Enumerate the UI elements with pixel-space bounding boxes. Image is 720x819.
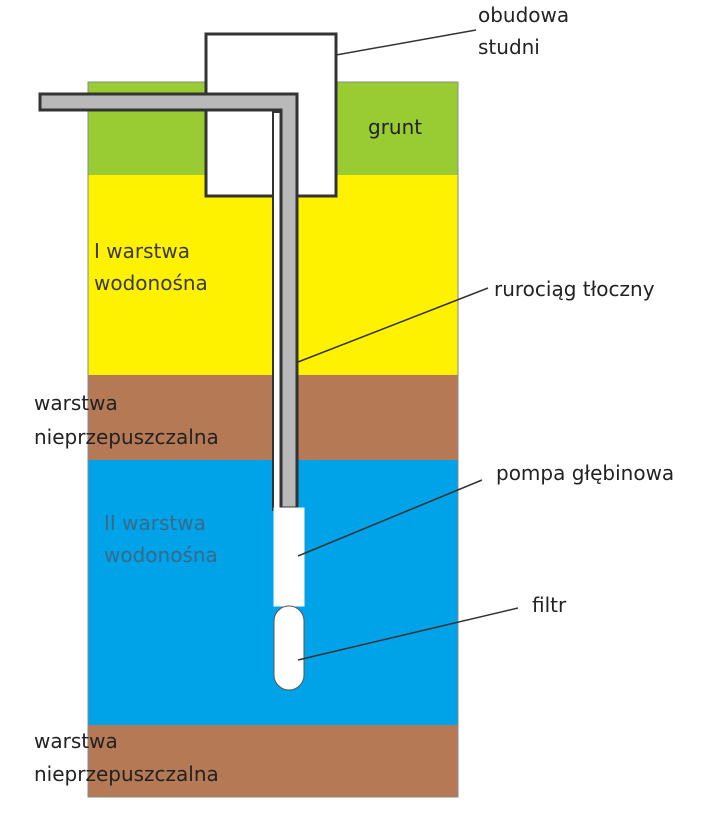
filter-leader-line <box>297 607 519 661</box>
impermeable-1-label-line1: warstwa <box>34 391 118 415</box>
soil-label: grunt <box>368 115 422 139</box>
aquifer-2-label-line2: wodonośna <box>104 543 218 567</box>
pump-leader-line <box>297 479 483 557</box>
aquifer-1-label-line2: wodonośna <box>94 271 208 295</box>
housing-leader-line <box>335 29 477 56</box>
impermeable-2-label-line2: nieprzepuszczalna <box>34 762 219 786</box>
impermeable-1-label-line2: nieprzepuszczalna <box>34 425 219 449</box>
impermeable-2-label-line1: warstwa <box>34 729 118 753</box>
housing-label-line2: studni <box>478 35 540 59</box>
well-housing <box>204 32 338 198</box>
pump-label: pompa głębinowa <box>496 461 674 485</box>
impermeable-layer-2 <box>88 725 458 797</box>
pipeline-leader-line <box>297 287 489 363</box>
housing-label-line1: obudowa <box>478 3 569 27</box>
deep-well-pump <box>273 507 305 607</box>
aquifer-2-label-line1: II warstwa <box>104 511 206 535</box>
pipeline-label: rurociąg tłoczny <box>494 277 655 301</box>
filter <box>273 605 305 691</box>
aquifer-1-label-line1: I warstwa <box>94 239 190 263</box>
filter-label: filtr <box>532 593 567 617</box>
